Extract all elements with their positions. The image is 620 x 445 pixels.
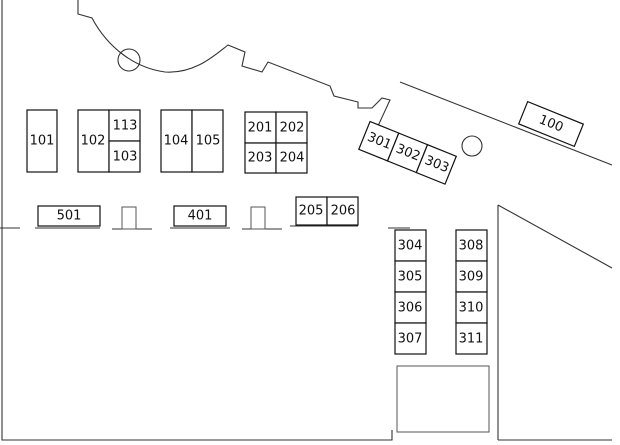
booth-204-label: 204 <box>280 151 305 166</box>
booths: 101 102 113 103 104 105 201 202 203 204 … <box>26 100 585 355</box>
booth-201[interactable]: 201 <box>244 111 277 144</box>
booth-311-label: 311 <box>459 332 484 347</box>
booth-103-label: 103 <box>113 150 138 165</box>
booth-205-label: 205 <box>299 204 324 219</box>
booth-201-label: 201 <box>248 121 273 136</box>
booth-308-label: 308 <box>459 239 484 254</box>
booth-309-label: 309 <box>459 270 484 285</box>
booth-401-label: 401 <box>188 209 213 224</box>
right-column <box>461 135 483 157</box>
booth-310[interactable]: 310 <box>455 291 488 324</box>
booth-102[interactable]: 102 <box>77 109 110 173</box>
booth-301[interactable]: 301 <box>358 120 400 162</box>
booth-308[interactable]: 308 <box>455 229 488 262</box>
booth-104-label: 104 <box>164 134 189 149</box>
booth-203[interactable]: 203 <box>244 142 277 174</box>
booth-113[interactable]: 113 <box>108 109 141 142</box>
booth-309[interactable]: 309 <box>455 260 488 293</box>
booth-304[interactable]: 304 <box>394 229 427 262</box>
booth-105[interactable]: 105 <box>191 109 224 173</box>
booth-305-label: 305 <box>398 270 423 285</box>
booth-105-label: 105 <box>196 134 221 149</box>
booth-104[interactable]: 104 <box>160 109 193 173</box>
booths-301-303: 301 302 303 <box>358 120 458 185</box>
booth-202-label: 202 <box>280 121 305 136</box>
booth-203-label: 203 <box>248 151 273 166</box>
booth-101[interactable]: 101 <box>26 109 58 173</box>
booth-205[interactable]: 205 <box>295 196 328 226</box>
pillar-left <box>121 206 137 230</box>
booth-302[interactable]: 302 <box>386 132 429 174</box>
booth-204[interactable]: 204 <box>275 142 308 174</box>
walls <box>0 0 613 441</box>
booth-101-label: 101 <box>30 134 55 149</box>
booth-303[interactable]: 303 <box>415 143 458 185</box>
booth-310-label: 310 <box>459 301 484 316</box>
booth-305[interactable]: 305 <box>394 260 427 293</box>
open-area-lower-right <box>396 365 490 433</box>
booth-102-label: 102 <box>81 134 106 149</box>
pillar-right <box>250 206 266 230</box>
booth-100[interactable]: 100 <box>517 100 585 148</box>
booth-307[interactable]: 307 <box>394 322 427 355</box>
booth-113-label: 113 <box>113 119 138 134</box>
diagonal-wall-upper-right <box>399 81 613 166</box>
booth-501[interactable]: 501 <box>37 205 101 227</box>
booth-307-label: 307 <box>398 332 423 347</box>
diagonal-wall-lower-right <box>497 204 613 269</box>
top-column <box>117 48 141 72</box>
booth-306-label: 306 <box>398 301 423 316</box>
top-curved-wall <box>77 0 391 127</box>
booth-311[interactable]: 311 <box>455 322 488 355</box>
outer-wall-left <box>1 0 393 441</box>
booth-401[interactable]: 401 <box>173 205 227 227</box>
booth-103[interactable]: 103 <box>108 140 141 173</box>
booth-304-label: 304 <box>398 239 423 254</box>
booth-306[interactable]: 306 <box>394 291 427 324</box>
booth-501-label: 501 <box>57 209 82 224</box>
booth-206[interactable]: 206 <box>326 196 359 226</box>
booth-202[interactable]: 202 <box>275 111 308 144</box>
booth-206-label: 206 <box>331 204 356 219</box>
